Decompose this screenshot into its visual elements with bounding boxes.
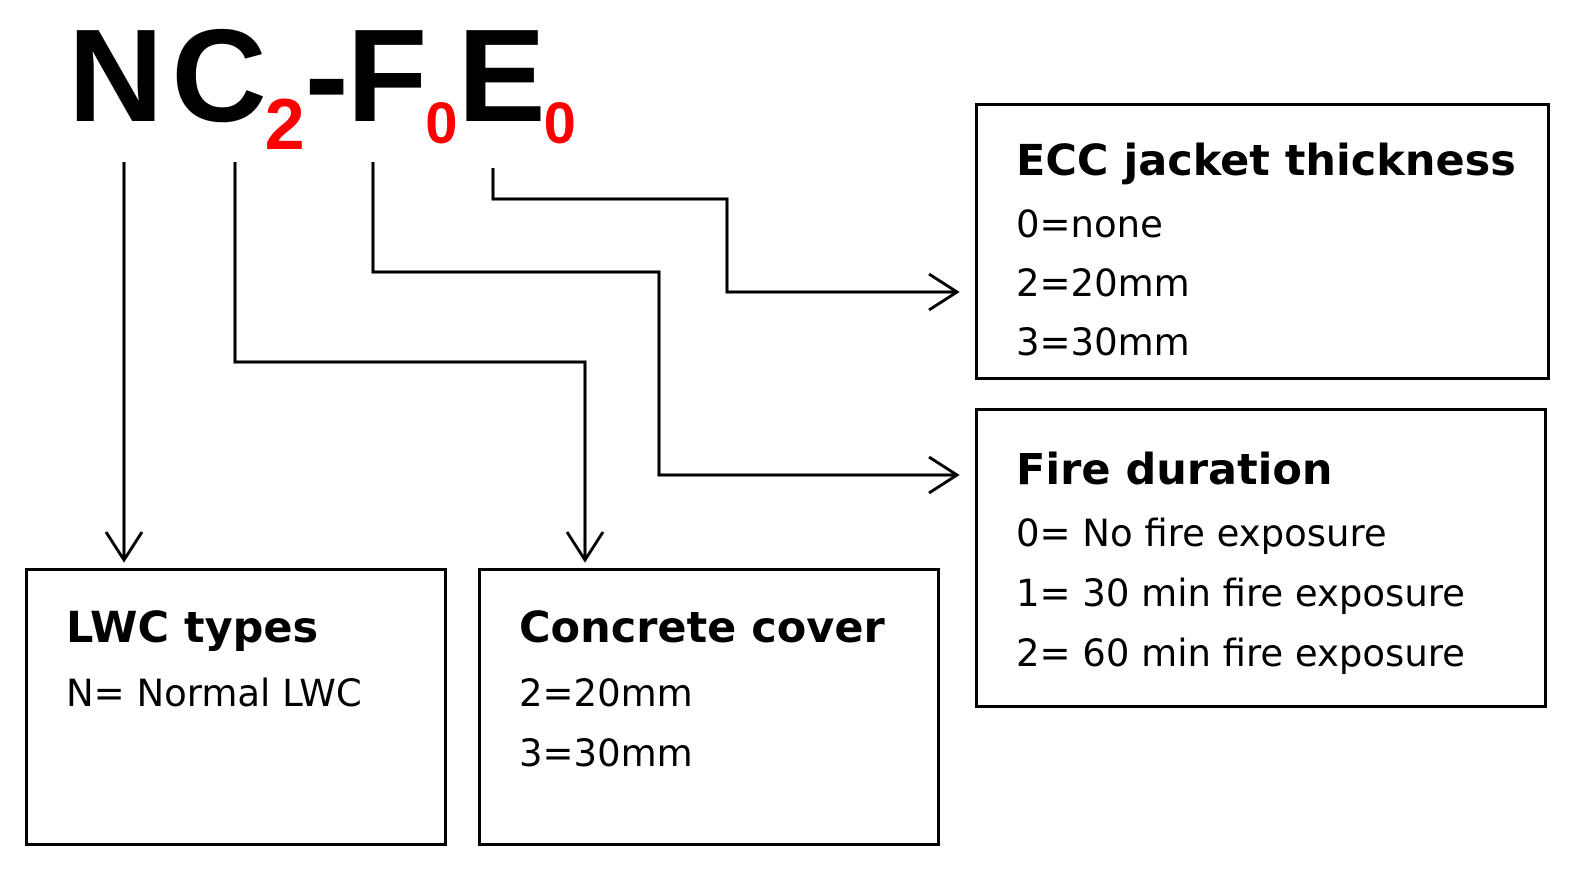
connector-f-to-fire [371, 162, 957, 477]
fire-line: 2= 60 min fire exposure [1016, 632, 1465, 675]
connector-c-to-cover [233, 162, 587, 560]
code-subscript-f: 0 [425, 91, 458, 156]
code-letter-c: C [171, 2, 266, 149]
lwc-types-box: LWC types N= Normal LWC [25, 568, 447, 846]
ecc-line: 0=none [1016, 203, 1163, 246]
concrete-cover-box: Concrete cover 2=20mm 3=30mm [478, 568, 940, 846]
code-dash-f: -F [304, 2, 428, 149]
lwc-title: LWC types [66, 603, 319, 653]
fire-line: 0= No fire exposure [1016, 512, 1387, 555]
arrowhead-fire [928, 455, 960, 495]
fire-duration-box: Fire duration 0= No fire exposure 1= 30 … [975, 408, 1547, 708]
specimen-code: NC2-F0E0 [68, 10, 576, 170]
code-subscript-e: 0 [543, 91, 576, 156]
code-letter-n: N [68, 2, 163, 149]
ecc-line: 3=30mm [1016, 321, 1190, 364]
arrowhead-ecc [928, 272, 960, 312]
cover-line: 3=30mm [519, 732, 693, 775]
ecc-jacket-thickness-box: ECC jacket thickness 0=none 2=20mm 3=30m… [975, 103, 1550, 380]
arrowhead-cover [565, 531, 605, 563]
ecc-line: 2=20mm [1016, 262, 1190, 305]
ecc-title: ECC jacket thickness [1016, 136, 1516, 186]
lwc-line: N= Normal LWC [66, 672, 362, 715]
code-letter-e: E [457, 2, 546, 149]
cover-line: 2=20mm [519, 672, 693, 715]
fire-line: 1= 30 min fire exposure [1016, 572, 1465, 615]
cover-title: Concrete cover [519, 603, 885, 653]
arrowhead-lwc [104, 531, 144, 563]
code-subscript-c: 2 [264, 85, 305, 165]
fire-title: Fire duration [1016, 445, 1333, 495]
connector-e-to-ecc [491, 168, 957, 294]
